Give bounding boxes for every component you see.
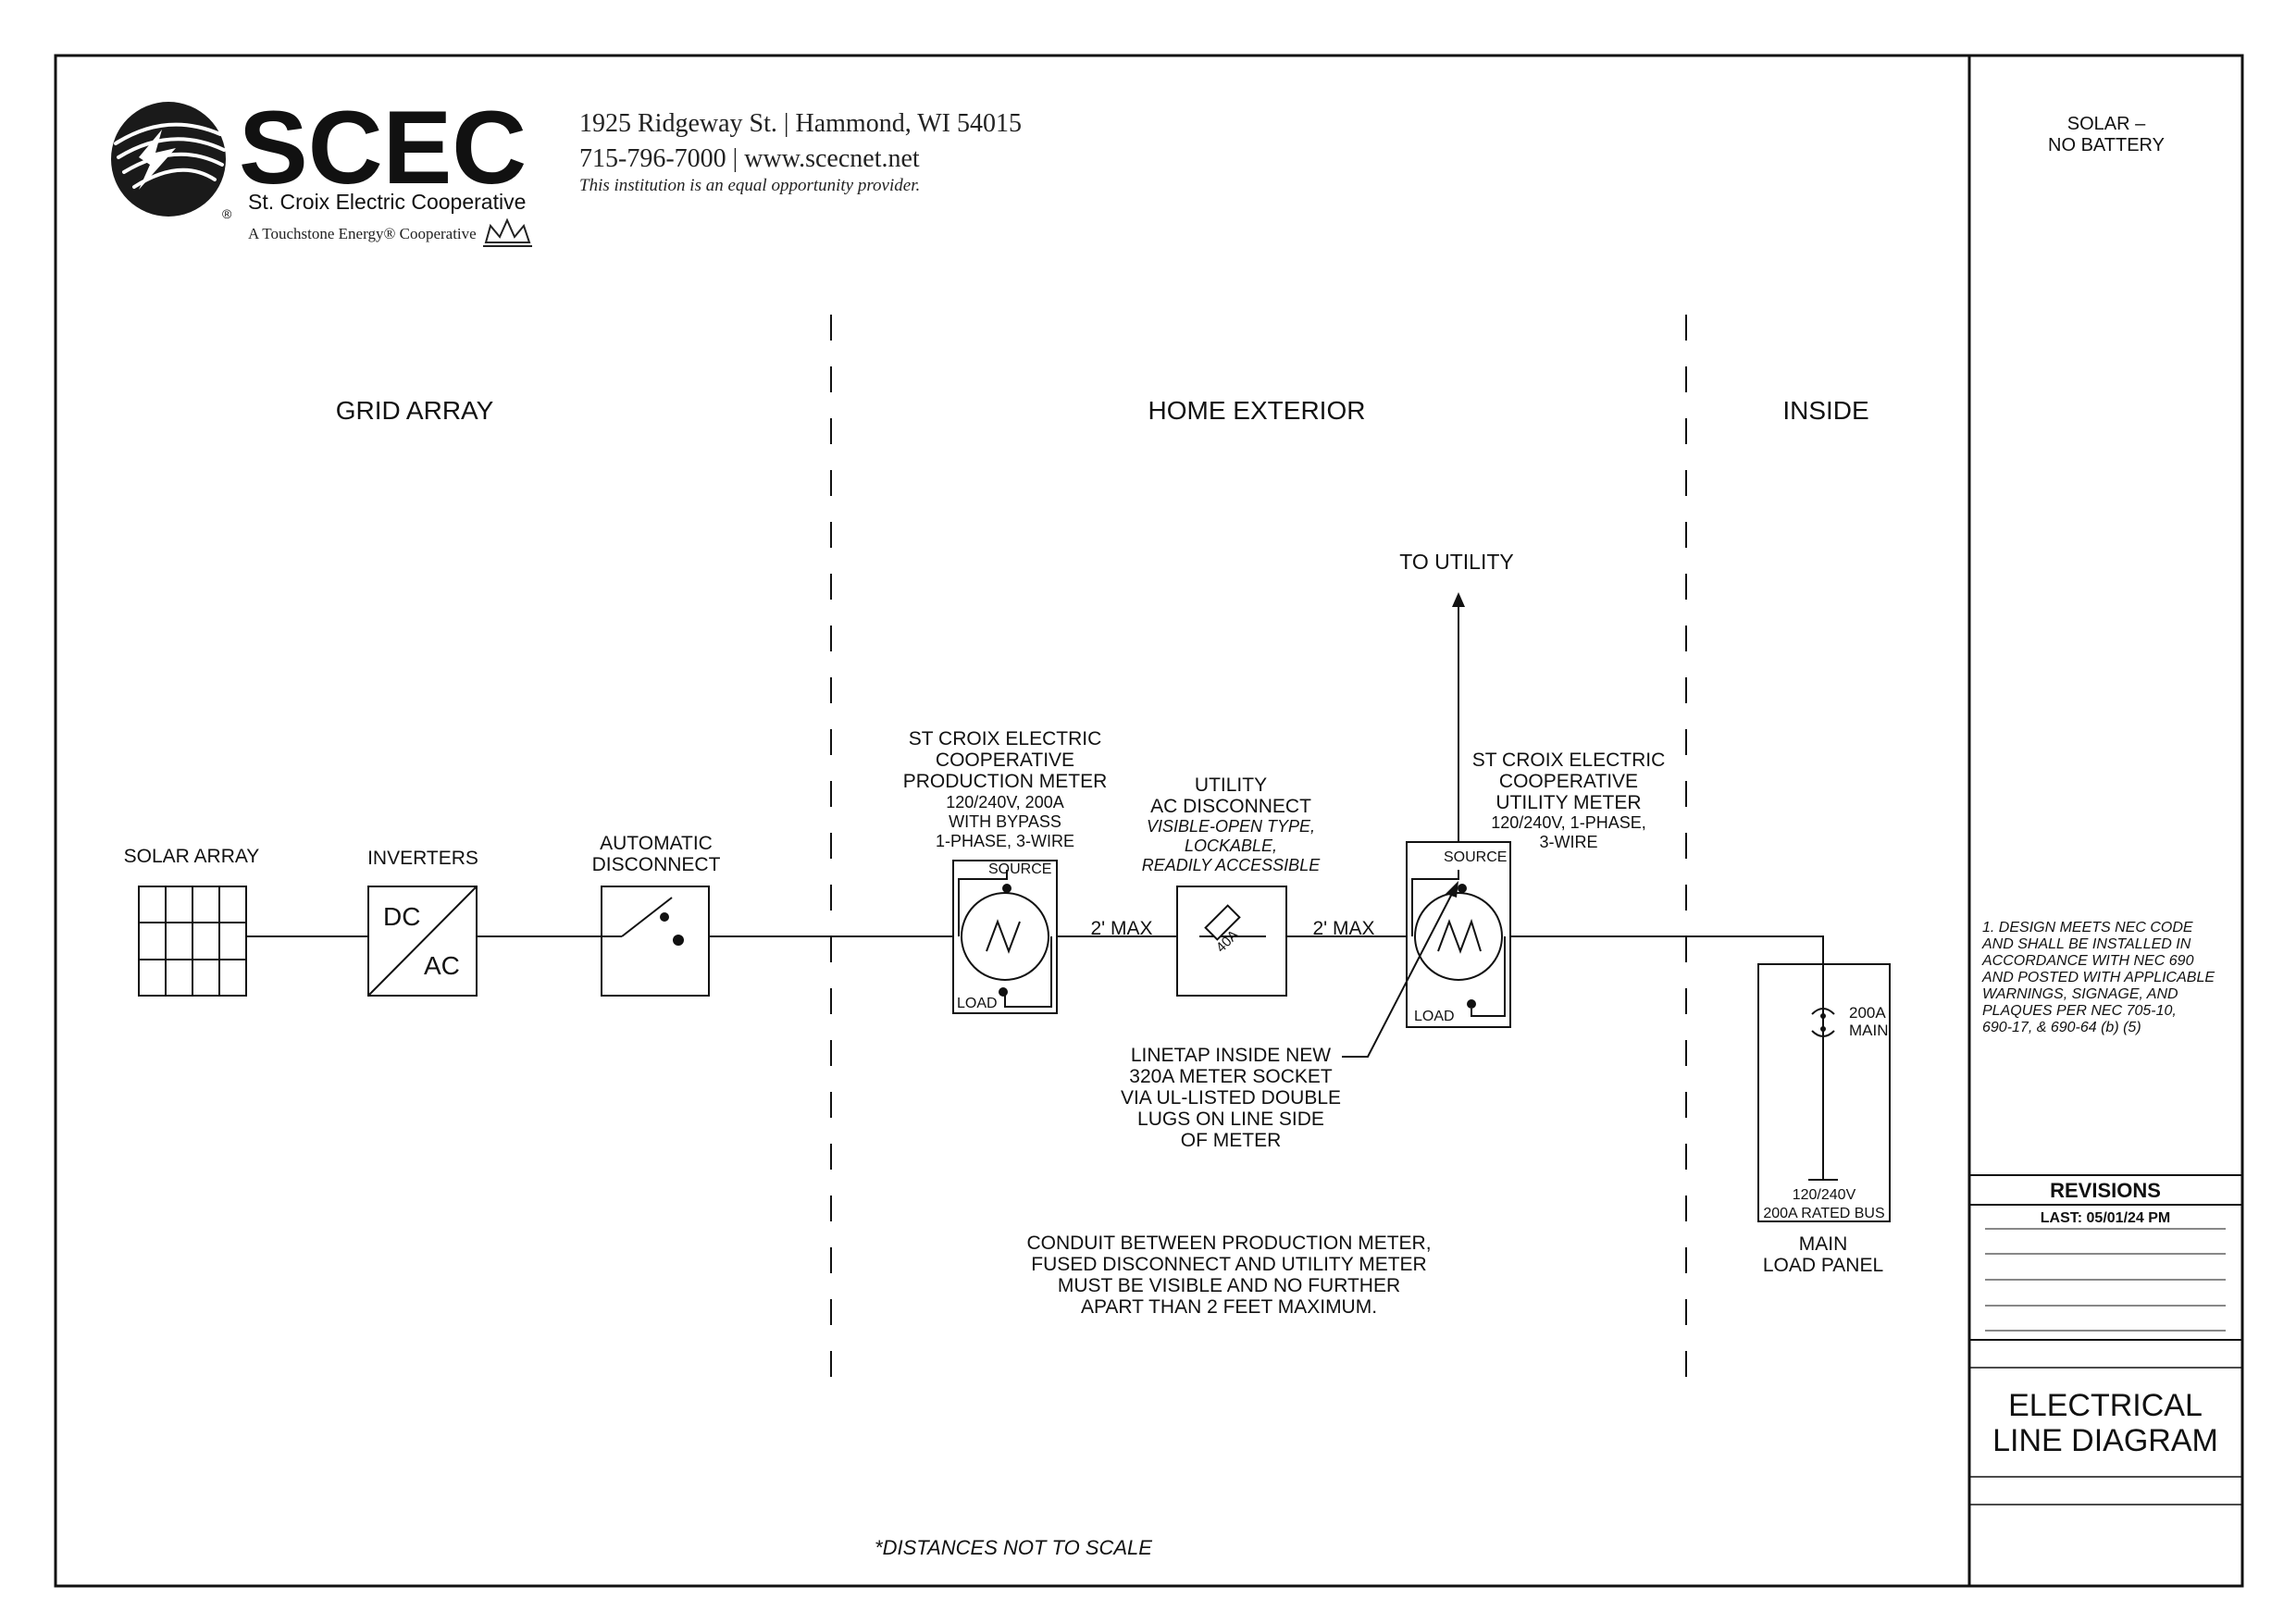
utility-meter-spec-line1: 120/240V, 1-PHASE, xyxy=(1491,813,1645,832)
utility-disconnect-title-line1: UTILITY xyxy=(1195,774,1267,796)
logo-tagline: A Touchstone Energy® Cooperative xyxy=(248,225,477,242)
contact-phone-web: 715-796-7000 | www.scecnet.net xyxy=(579,144,920,173)
production-meter-symbol xyxy=(952,860,1058,1014)
solar-array-symbol xyxy=(138,886,247,997)
revisions-block xyxy=(1969,1174,2242,1505)
touchstone-crown-icon xyxy=(483,217,532,247)
design-note-line4: AND POSTED WITH APPLICABLE xyxy=(1981,970,2215,985)
design-note-line7: 690-17, & 690-64 (b) (5) xyxy=(1982,1020,2141,1035)
logo-field-stripes xyxy=(114,122,226,189)
utility-disconnect-spec-line1: VISIBLE-OPEN TYPE, xyxy=(1147,817,1315,836)
logo-letters: SCEC xyxy=(239,90,527,205)
revisions-heading: REVISIONS xyxy=(2050,1179,2161,1202)
conduit-note-line3: MUST BE VISIBLE AND NO FURTHER xyxy=(1058,1275,1400,1296)
contact-notice: This institution is an equal opportunity… xyxy=(579,176,920,195)
utility-disconnect-spec-line3: READILY ACCESSIBLE xyxy=(1142,856,1321,874)
distance-label-second: 2' MAX xyxy=(1312,918,1374,939)
design-note-line6: PLAQUES PER NEC 705-10, xyxy=(1982,1003,2177,1019)
solar-array-label: SOLAR ARRAY xyxy=(124,846,260,867)
automatic-disconnect-label-line2: DISCONNECT xyxy=(592,854,721,875)
design-note-line5: WARNINGS, SIGNAGE, AND xyxy=(1982,986,2178,1002)
logo-cooperative-name: St. Croix Electric Cooperative xyxy=(248,190,526,214)
production-meter-spec-line3: 1-PHASE, 3-WIRE xyxy=(936,832,1074,850)
inverter-ac-label: AC xyxy=(424,951,460,980)
design-note-line2: AND SHALL BE INSTALLED IN xyxy=(1981,936,2191,952)
conduit-note-line2: FUSED DISCONNECT AND UTILITY METER xyxy=(1031,1254,1426,1275)
production-meter-title-line3: PRODUCTION METER xyxy=(903,771,1108,792)
utility-meter-source-label: SOURCE xyxy=(1444,849,1507,865)
production-meter-spec-line1: 120/240V, 200A xyxy=(946,793,1063,812)
production-meter-title-line1: ST CROIX ELECTRIC xyxy=(909,728,1101,750)
utility-meter-title-line1: ST CROIX ELECTRIC xyxy=(1472,750,1665,771)
production-meter-source-label: SOURCE xyxy=(988,861,1051,877)
conduit-note-line1: CONDUIT BETWEEN PRODUCTION METER, xyxy=(1026,1233,1431,1254)
utility-meter-load-label: LOAD xyxy=(1414,1009,1455,1024)
disconnect-contact-upper xyxy=(660,912,669,922)
production-meter-spec-line2: WITH BYPASS xyxy=(949,812,1061,831)
linetap-arrowhead xyxy=(1446,881,1458,898)
utility-disconnect-spec-line2: LOCKABLE, xyxy=(1185,836,1277,855)
automatic-disconnect-label-line1: AUTOMATIC xyxy=(600,833,713,854)
main-load-panel-symbol xyxy=(1757,963,1891,1222)
section-heading-home-exterior: HOME EXTERIOR xyxy=(1148,396,1366,425)
design-note-line3: ACCORDANCE WITH NEC 690 xyxy=(1981,953,2194,969)
production-meter-load-label: LOAD xyxy=(957,996,998,1011)
section-heading-inside: INSIDE xyxy=(1782,396,1868,425)
contact-address: 1925 Ridgeway St. | Hammond, WI 54015 xyxy=(579,109,1022,138)
linetap-note-line4: LUGS ON LINE SIDE xyxy=(1137,1109,1324,1130)
main-load-panel-label-line2: LOAD PANEL xyxy=(1763,1255,1883,1276)
drawing-title-line2: LINE DIAGRAM xyxy=(1992,1423,2218,1458)
production-meter-title-line2: COOPERATIVE xyxy=(936,750,1074,771)
utility-disconnect-title-line2: AC DISCONNECT xyxy=(1150,796,1311,817)
automatic-disconnect-symbol xyxy=(601,886,710,997)
logo-lightning-icon xyxy=(139,130,176,190)
circuit-wires xyxy=(246,603,1824,1180)
to-utility-label: TO UTILITY xyxy=(1399,550,1514,574)
utility-meter-symbol xyxy=(1406,841,1511,1028)
logo-registered-mark: ® xyxy=(222,206,232,221)
system-type-line2: NO BATTERY xyxy=(2048,135,2165,155)
panel-breaker-rating-line2: MAIN xyxy=(1849,1022,1889,1039)
linetap-note-line3: VIA UL-LISTED DOUBLE xyxy=(1121,1087,1341,1109)
conduit-note-line4: APART THAN 2 FEET MAXIMUM. xyxy=(1081,1296,1377,1318)
drawing-title-line1: ELECTRICAL xyxy=(2008,1388,2203,1423)
last-revision-date: LAST: 05/01/24 PM xyxy=(2041,1210,2171,1226)
system-type-line1: SOLAR – xyxy=(2067,114,2146,134)
utility-meter-load-terminal xyxy=(1467,999,1476,1009)
utility-meter-title-line3: UTILITY METER xyxy=(1496,792,1641,813)
utility-meter-title-line2: COOPERATIVE xyxy=(1499,771,1638,792)
linetap-note-line2: 320A METER SOCKET xyxy=(1129,1066,1333,1087)
to-utility-arrowhead xyxy=(1452,592,1465,607)
linetap-note-line1: LINETAP INSIDE NEW xyxy=(1131,1045,1331,1066)
scec-logo: SCEC ® St. Croix Electric Cooperative A … xyxy=(111,90,532,247)
linetap-note-line5: OF METER xyxy=(1181,1130,1282,1151)
utility-disconnect-symbol xyxy=(1176,886,1287,997)
drawing-border xyxy=(54,54,2244,1588)
utility-meter-spec-line2: 3-WIRE xyxy=(1540,833,1598,851)
utility-meter-source-terminal xyxy=(1458,884,1467,893)
inverter-symbol xyxy=(367,886,478,997)
production-meter-source-terminal xyxy=(1002,884,1011,893)
distances-not-to-scale-note: *DISTANCES NOT TO SCALE xyxy=(875,1536,1152,1559)
panel-bus-line1: 120/240V xyxy=(1793,1187,1856,1203)
inverter-dc-label: DC xyxy=(383,902,420,931)
panel-bus-line2: 200A RATED BUS xyxy=(1763,1206,1884,1221)
design-note: 1. DESIGN MEETS NEC CODE AND SHALL BE IN… xyxy=(1981,920,2215,1035)
design-note-line1: 1. DESIGN MEETS NEC CODE xyxy=(1982,920,2193,935)
panel-breaker-contact-lower xyxy=(1820,1026,1826,1032)
distance-label-first: 2' MAX xyxy=(1090,918,1152,939)
panel-breaker-rating-line1: 200A xyxy=(1849,1004,1886,1022)
section-heading-grid-array: GRID ARRAY xyxy=(336,396,494,425)
production-meter-load-terminal xyxy=(999,987,1008,997)
panel-breaker-contact-upper xyxy=(1820,1013,1826,1019)
main-load-panel-label-line1: MAIN xyxy=(1799,1233,1848,1255)
inverters-label: INVERTERS xyxy=(367,848,478,869)
disconnect-contact-lower xyxy=(673,935,684,946)
linetap-leader-line xyxy=(1342,887,1456,1058)
